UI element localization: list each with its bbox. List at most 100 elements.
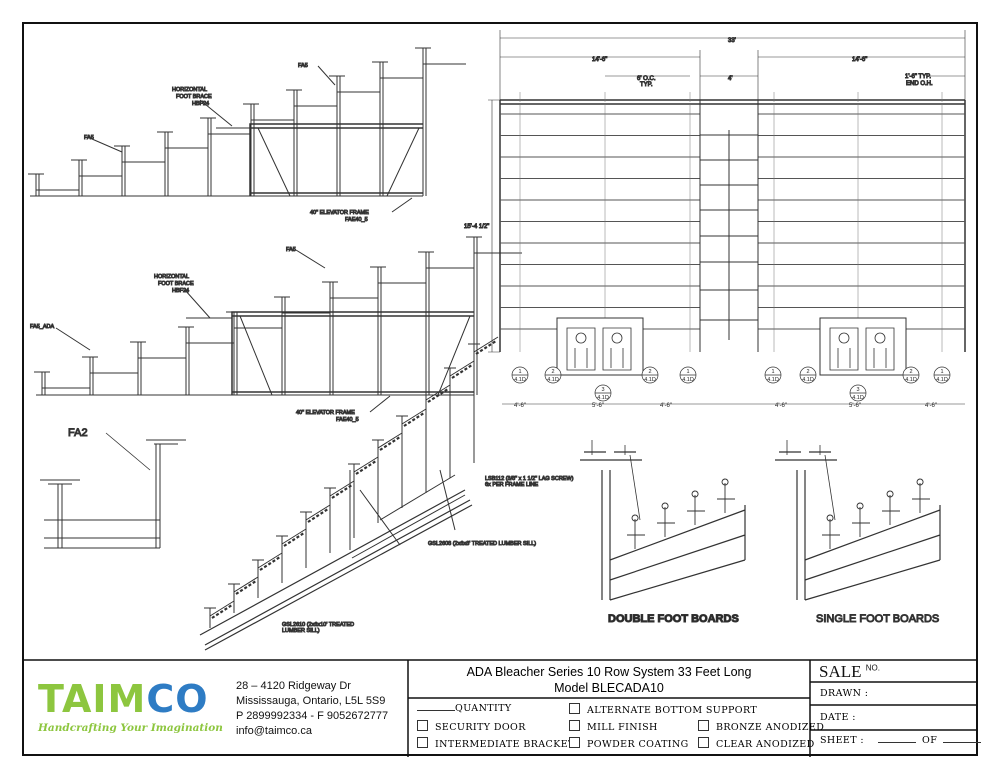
mill-finish-checkbox[interactable]: MILL FINISH <box>569 720 658 733</box>
fa5-label: FA5 <box>84 135 94 141</box>
svg-text:4.1D: 4.1D <box>547 377 559 383</box>
bottom-dimension: 4'-6" <box>514 403 526 409</box>
bottom-dimension: 4'-6" <box>775 403 787 409</box>
detail-callout: 1 4.1D <box>679 366 697 384</box>
detail-callout: 2 4.1D <box>799 366 817 384</box>
plan-view <box>488 30 966 405</box>
phone-fax: P 2899992334 - F 9052672777 <box>236 710 389 722</box>
powder-coating-checkbox[interactable]: POWDER COATING <box>569 737 689 750</box>
svg-text:3: 3 <box>601 387 604 393</box>
drawing-title: ADA Bleacher Series 10 Row System 33 Fee… <box>408 664 810 696</box>
svg-text:1: 1 <box>771 369 774 375</box>
lag-screw-label: LSB112 (3/8" x 1 1/2" LAG SCREW) <box>485 476 574 482</box>
sale-no-label: NO. <box>865 663 880 673</box>
email: info@taimco.ca <box>236 725 312 737</box>
brace-label-2a: HORIZONTAL <box>154 274 189 280</box>
security-door-checkbox[interactable]: SECURITY DOOR <box>417 720 526 733</box>
quantity-field[interactable]: QUANTITY <box>417 703 512 714</box>
dim-spacing: 6' O.C. <box>637 76 656 82</box>
lag-screw-label: 6x PER FRAME LINE <box>485 482 539 488</box>
address-line: Mississauga, Ontario, L5L 5S9 <box>236 695 386 707</box>
intermediate-bracket-checkbox[interactable]: INTERMEDIATE BRACKET <box>417 737 575 750</box>
brace-label-2b: FOOT BRACE <box>158 281 194 287</box>
title: ADA Bleacher Series 10 Row System 33 Fee… <box>466 665 752 679</box>
brace-label-2c: HBF24 <box>172 288 189 294</box>
brace-label-1c: HBF24 <box>192 101 209 107</box>
company-logo: TAIMCO Handcrafting Your Imagination <box>38 677 223 734</box>
svg-text:1: 1 <box>940 369 943 375</box>
date-field[interactable]: DATE : <box>820 712 856 723</box>
svg-text:2: 2 <box>551 369 554 375</box>
alternate-bottom-support-checkbox[interactable]: ALTERNATE BOTTOM SUPPORT <box>569 703 757 716</box>
dim-half-left: 14'-6" <box>592 57 607 63</box>
company-address: 28 – 4120 Ridgeway Dr Mississauga, Ontar… <box>236 679 388 739</box>
sill-8-label: GSL2608 (2x6x8' TREATED LUMBER SILL) <box>428 541 536 547</box>
bronze-anodized-checkbox[interactable]: BRONZE ANODIZED <box>698 720 824 733</box>
svg-text:2: 2 <box>806 369 809 375</box>
svg-text:4.1D: 4.1D <box>682 377 694 383</box>
detail-callout: 1 4.1D <box>933 366 951 384</box>
sheet-field[interactable]: SHEET :OF <box>820 735 982 746</box>
dim-gap: 4' <box>728 76 732 82</box>
quantity-label: QUANTITY <box>455 703 512 714</box>
double-foot-boards-label: DOUBLE FOOT BOARDS <box>608 613 739 625</box>
fa5-label: FA5 <box>286 247 296 253</box>
svg-text:4.1D: 4.1D <box>802 377 814 383</box>
sill-10-label: GSL2610 (2x6x10' TREATED <box>282 622 354 628</box>
drawn-field[interactable]: DRAWN : <box>820 688 869 699</box>
dim-half-right: 14'-6" <box>852 57 867 63</box>
brace-label-1b: FOOT BRACE <box>176 94 212 100</box>
svg-text:4.1D: 4.1D <box>767 377 779 383</box>
svg-text:4.1D: 4.1D <box>936 377 948 383</box>
svg-text:4.1D: 4.1D <box>905 377 917 383</box>
side-elevation-ada <box>34 236 522 413</box>
model: Model BLECADA10 <box>554 681 664 695</box>
frame-label: 40" ELEVATOR FRAME <box>296 410 355 416</box>
dim-spacing: TYP. <box>640 82 653 88</box>
isometric-view <box>199 336 499 651</box>
sale-no-field[interactable]: SALE NO. <box>819 662 880 682</box>
brace-label-1a: HORIZONTAL <box>172 87 207 93</box>
svg-text:4.1D: 4.1D <box>644 377 656 383</box>
fa5-label: FA5 <box>298 63 308 69</box>
dim-overhang: 1'-6" TYP. <box>905 74 931 80</box>
svg-text:1: 1 <box>518 369 521 375</box>
detail-callout: 34.1D <box>594 384 612 402</box>
frame-label: FAE40_5 <box>345 217 368 223</box>
svg-text:2: 2 <box>648 369 651 375</box>
detail-callout: 3 4.1D <box>849 384 867 402</box>
sill-10-label: LUMBER SILL) <box>282 628 320 634</box>
foot-board-details <box>580 440 941 601</box>
clear-anodized-checkbox[interactable]: CLEAR ANODIZED <box>698 737 815 750</box>
bottom-dimension: 4'-6" <box>660 403 672 409</box>
dim-overall: 33' <box>728 38 736 44</box>
sale-label: SALE <box>819 662 862 681</box>
frame-label: FAE40_5 <box>336 417 359 423</box>
logo-tagline: Handcrafting Your Imagination <box>38 722 223 734</box>
svg-text:3: 3 <box>856 387 859 393</box>
svg-text:4.1D: 4.1D <box>852 395 864 401</box>
address-line: 28 – 4120 Ridgeway Dr <box>236 680 351 692</box>
detail-callout: 1 4.1D <box>764 366 782 384</box>
bottom-dimension: 4'-6" <box>925 403 937 409</box>
single-foot-boards-label: SINGLE FOOT BOARDS <box>816 613 939 625</box>
drawing-sheet <box>22 22 978 756</box>
title-block-lines <box>23 659 978 757</box>
fa2-label: FA2 <box>68 427 88 439</box>
detail-callout: 2 4.1D <box>641 366 659 384</box>
dim-depth: 15'-4 1/2" <box>464 224 489 230</box>
detail-callout: 2 4.1D <box>544 366 562 384</box>
svg-text:1: 1 <box>686 369 689 375</box>
bottom-dimension: 5'-6" <box>592 403 604 409</box>
svg-text:2: 2 <box>909 369 912 375</box>
fa5-ada-label: FA5_ADA <box>30 324 54 330</box>
dim-overhang: END O.H. <box>906 81 933 87</box>
detail-callout: 2 4.1D <box>902 366 920 384</box>
svg-text:4.1D: 4.1D <box>514 377 526 383</box>
detail-callout: 1 4.1D <box>511 366 529 384</box>
bottom-dimension: 5'-6" <box>849 403 861 409</box>
fa2-detail <box>40 432 186 549</box>
side-elevation-top <box>28 47 466 213</box>
frame-label: 40" ELEVATOR FRAME <box>310 210 369 216</box>
